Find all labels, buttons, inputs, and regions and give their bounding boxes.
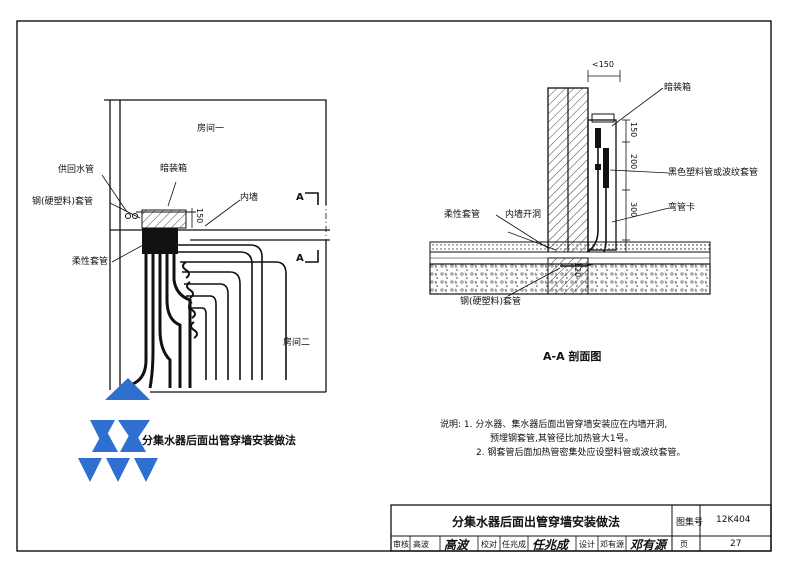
page-label: 页 xyxy=(680,540,688,549)
section-mark-a-bottom: A xyxy=(296,253,304,264)
note-line-2: 预埋钢套管,其管径比加热管大1号。 xyxy=(490,434,634,444)
checker-name: 任兆成 xyxy=(502,540,526,549)
page-no: 27 xyxy=(730,539,742,549)
watermark-logo xyxy=(78,378,158,482)
plan-concealed-box-label: 暗装箱 xyxy=(160,164,188,174)
plan-concealed-box xyxy=(141,209,187,229)
room1-outline xyxy=(104,99,327,205)
checker-signature: 任兆成 xyxy=(532,538,569,552)
section-concealed-box xyxy=(587,119,617,251)
atlas-no: 12K404 xyxy=(716,515,751,525)
inner-wall-label: 内墙 xyxy=(240,193,259,203)
check-label: 校对 xyxy=(481,540,497,549)
reviewer-signature: 高波 xyxy=(444,538,469,552)
pipe-clamp-label: 弯管卡 xyxy=(668,203,696,213)
section-flexible-sleeve-label: 柔性套管 xyxy=(444,210,481,220)
section-dim-top: <150 xyxy=(592,60,614,69)
plan-steel-sleeve-label: 钢(硬塑料)套管 xyxy=(32,197,94,207)
room1-label: 房间一 xyxy=(197,124,225,134)
atlas-no-label: 图集号 xyxy=(676,518,704,528)
section-view xyxy=(429,70,711,297)
designer-signature: 邓有源 xyxy=(630,538,667,552)
section-dim-300: 300 xyxy=(629,202,638,218)
section-mark-a-top: A xyxy=(296,192,304,203)
black-plastic-pipe-label: 黑色塑料管或波纹套管 xyxy=(668,168,759,178)
note-line-1: 说明: 1. 分水器、集水器后面出管穿墙安装应在内墙开洞, xyxy=(440,420,668,430)
section-dim-150: 150 xyxy=(629,122,638,138)
designer-name: 邓有源 xyxy=(600,540,624,549)
section-steel-sleeve-label: 钢(硬塑料)套管 xyxy=(460,297,522,307)
supply-return-pipe-label: 供回水管 xyxy=(58,165,95,175)
plan-dim-150: 150 xyxy=(195,208,204,224)
plan-flexible-sleeve-label: 柔性套管 xyxy=(72,257,109,267)
title-block xyxy=(390,504,772,552)
plan-view xyxy=(101,99,330,393)
note-line-3: 2. 钢套管后面加热管密集处应设塑料管或波纹套管。 xyxy=(476,448,686,458)
plan-caption: 分集水器后面出管穿墙安装做法 xyxy=(142,434,296,447)
review-label: 审核 xyxy=(393,540,409,549)
design-label: 设计 xyxy=(579,540,595,549)
section-dim-120: 120 xyxy=(573,262,582,278)
section-title: A-A 剖面图 xyxy=(543,350,602,363)
section-dim-200: 200 xyxy=(629,154,638,170)
reviewer-name: 高波 xyxy=(413,540,429,549)
room2-label: 房间二 xyxy=(283,338,311,348)
inner-wall-slot-label: 内墙开洞 xyxy=(505,210,542,220)
notes-block: 说明: 1. 分水器、集水器后面出管穿墙安装应在内墙开洞, 预埋钢套管,其管径比… xyxy=(440,418,685,460)
drawing-title: 分集水器后面出管穿墙安装做法 xyxy=(452,515,621,529)
section-concealed-box-label: 暗装箱 xyxy=(664,83,692,93)
